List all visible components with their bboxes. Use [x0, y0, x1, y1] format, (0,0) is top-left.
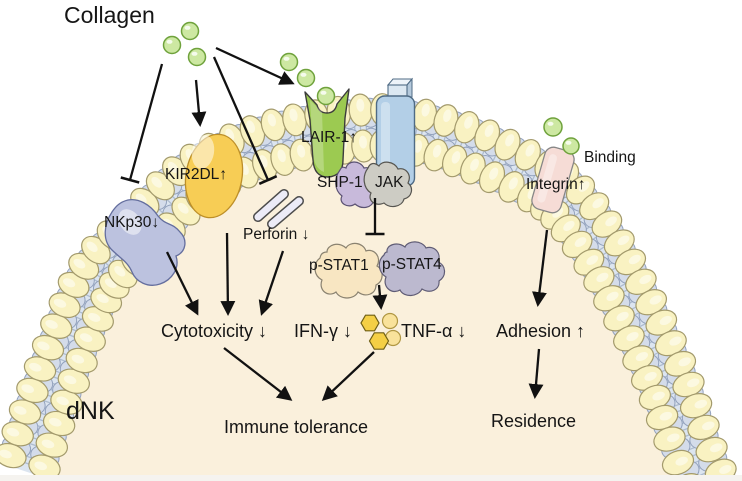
- adhesion-label: Adhesion ↑: [496, 321, 586, 341]
- residence-label: Residence: [491, 411, 577, 431]
- collagen-molecules: [162, 21, 580, 155]
- perforin-granules: [253, 189, 304, 229]
- arrow-nkp30-to-cytotoxicity: [165, 251, 199, 316]
- arrow-adhesion-to-residence: [528, 348, 544, 399]
- arrow-kir2dl-to-cytotoxicity: [220, 232, 236, 316]
- cytokine-granules: [360, 312, 402, 350]
- ifn-gamma-label: IFN-γ ↓: [294, 321, 352, 341]
- nkp30-label: NKp30↓: [104, 214, 160, 231]
- pstat1-protein: [314, 242, 383, 299]
- arrow-perforin-to-cytotoxicity: [258, 250, 285, 316]
- pstat1-label: p-STAT1: [309, 257, 369, 274]
- binding-label: Binding: [584, 149, 636, 166]
- nkp30-receptor: [104, 198, 186, 286]
- pathway-arrows: [120, 46, 549, 402]
- arrow-cytotoxicity-to-immune-tolerance: [223, 347, 293, 401]
- inhibition-collagen-to-perforin: [212, 56, 278, 185]
- pstat4-protein: [378, 241, 446, 297]
- bottom-margin: [0, 475, 742, 481]
- integrin-receptor: [531, 146, 575, 214]
- jak-label: JAK: [375, 174, 404, 191]
- integrin-label: Integrin↑: [526, 176, 586, 193]
- dnk-cell-label: dNK: [66, 397, 115, 425]
- arrow-cytokines-to-immune-tolerance: [321, 351, 375, 402]
- pstat4-label: p-STAT4: [382, 256, 442, 273]
- inhibition-collagen-to-nkp30: [120, 63, 164, 184]
- arrow-collagen-to-kir2dl: [191, 79, 207, 127]
- kir2dl-receptor: [184, 133, 244, 219]
- kir2dl-label: KIR2DL↑: [165, 166, 228, 183]
- inhibition-shp1-jak-to-pstat: [365, 198, 385, 236]
- shp1-label: SHP-1: [317, 174, 363, 191]
- lair1-receptor: [304, 88, 350, 178]
- immune-tolerance-label: Immune tolerance: [224, 417, 369, 437]
- lair1-label: LAIR-1↑: [301, 129, 357, 146]
- arrow-collagen-to-lair1: [215, 46, 295, 85]
- collagen-label: Collagen: [64, 2, 155, 28]
- cytotoxicity-label: Cytotoxicity ↓: [161, 321, 268, 341]
- arrow-integrin-to-adhesion: [532, 229, 549, 307]
- cell-cytoplasm: [39, 151, 680, 481]
- jak-protein: [363, 161, 413, 208]
- arrow-pstat-to-cytokines: [372, 284, 388, 310]
- tnf-alpha-label: TNF-α ↓: [401, 321, 467, 341]
- perforin-label: Perforin ↓: [243, 226, 310, 243]
